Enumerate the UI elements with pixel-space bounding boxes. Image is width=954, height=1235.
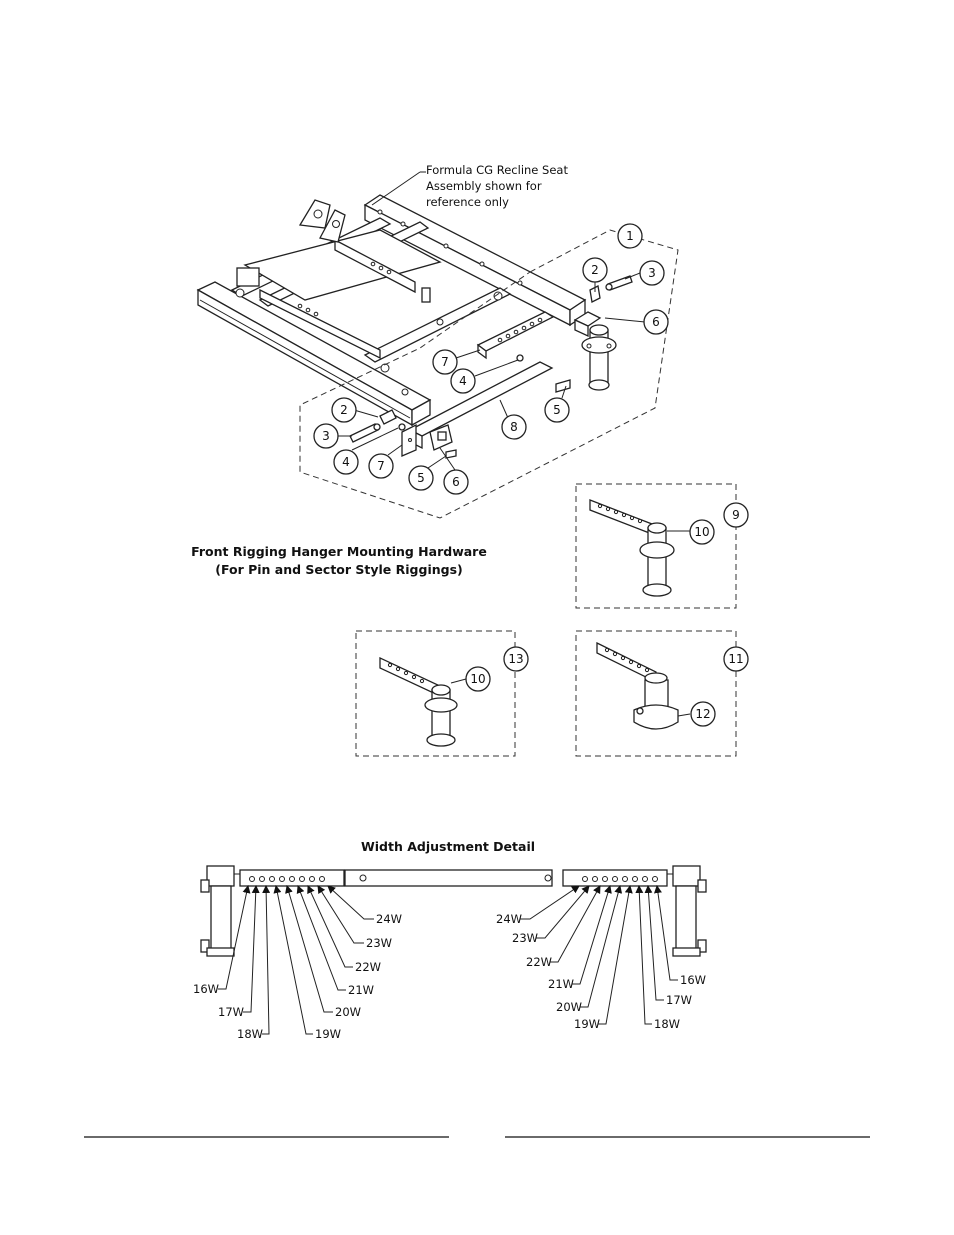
callout-5-left: 5 (408, 465, 434, 491)
hardware-title-line-2: (For Pin and Sector Style Riggings) (215, 562, 462, 577)
callout-6: 6 (643, 309, 669, 335)
callout-6-left: 6 (443, 469, 469, 495)
width-adjustment-drawing (200, 865, 707, 957)
reference-note: Formula CG Recline Seat Assembly shown f… (426, 163, 568, 209)
svg-text:7: 7 (377, 459, 385, 473)
left-width-16w: 16W (193, 982, 219, 996)
svg-text:6: 6 (652, 315, 660, 329)
svg-text:2: 2 (340, 403, 348, 417)
callout-1: 1 (617, 223, 643, 249)
callout-10-b: 10 (465, 666, 491, 692)
svg-text:9: 9 (732, 508, 740, 522)
callout-5: 5 (544, 397, 570, 423)
callout-13: 13 (503, 646, 529, 672)
svg-text:4: 4 (342, 455, 350, 469)
left-width-18w: 18W (237, 1027, 263, 1041)
svg-text:5: 5 (417, 471, 425, 485)
callout-7: 7 (432, 349, 458, 375)
callout-2-left: 2 (331, 397, 357, 423)
svg-text:8: 8 (510, 420, 518, 434)
right-width-16w: 16W (680, 973, 706, 987)
left-width-22w: 22W (355, 960, 381, 974)
right-width-labels: 24W 23W 22W 21W 20W 19W 18W 17W 16W (496, 885, 706, 1031)
callouts: 1 2 3 6 7 4 5 8 2 3 4 7 5 6 (313, 223, 669, 495)
svg-text:10: 10 (470, 672, 485, 686)
seat-frame-assembly (196, 171, 587, 427)
right-width-22w: 22W (526, 955, 552, 969)
left-width-17w: 17W (218, 1005, 244, 1019)
left-width-19w: 19W (315, 1027, 341, 1041)
callout-4-left: 4 (333, 449, 359, 475)
option-box-11: 11 12 (575, 630, 749, 757)
right-width-17w: 17W (666, 993, 692, 1007)
svg-text:2: 2 (591, 263, 599, 277)
right-width-19w: 19W (574, 1017, 600, 1031)
hardware-parts (349, 275, 633, 459)
callout-12: 12 (690, 701, 716, 727)
svg-text:10: 10 (694, 525, 709, 539)
svg-text:13: 13 (508, 652, 523, 666)
left-width-21w: 21W (348, 983, 374, 997)
callout-11: 11 (723, 646, 749, 672)
svg-text:3: 3 (648, 266, 656, 280)
right-width-24w: 24W (496, 912, 522, 926)
svg-text:1: 1 (626, 229, 634, 243)
callout-7-left: 7 (368, 453, 394, 479)
hardware-title-line-1: Front Rigging Hanger Mounting Hardware (191, 544, 487, 559)
reference-note-line-3: reference only (426, 195, 509, 209)
callout-8: 8 (501, 414, 527, 440)
right-width-20w: 20W (556, 1000, 582, 1014)
callout-4: 4 (450, 368, 476, 394)
left-width-labels: 16W 17W 18W 19W 20W 21W 22W 23W 24W (193, 885, 402, 1041)
callout-2: 2 (582, 257, 608, 283)
svg-text:5: 5 (553, 403, 561, 417)
left-width-23w: 23W (366, 936, 392, 950)
svg-text:4: 4 (459, 374, 467, 388)
left-width-24w: 24W (376, 912, 402, 926)
svg-text:3: 3 (322, 429, 330, 443)
left-width-20w: 20W (335, 1005, 361, 1019)
option-box-13: 13 10 (355, 630, 529, 757)
svg-text:12: 12 (695, 707, 710, 721)
reference-note-line-1: Formula CG Recline Seat (426, 163, 568, 177)
callout-3: 3 (639, 260, 665, 286)
callout-10: 10 (689, 519, 715, 545)
callout-3-left: 3 (313, 423, 339, 449)
width-adjustment-title: Width Adjustment Detail (361, 839, 535, 854)
callout-leaders (338, 272, 646, 471)
right-width-18w: 18W (654, 1017, 680, 1031)
svg-text:7: 7 (441, 355, 449, 369)
svg-text:6: 6 (452, 475, 460, 489)
right-width-23w: 23W (512, 931, 538, 945)
right-width-21w: 21W (548, 977, 574, 991)
svg-text:11: 11 (728, 652, 743, 666)
callout-9: 9 (723, 502, 749, 528)
option-box-9: 9 10 (575, 483, 749, 609)
reference-note-line-2: Assembly shown for (426, 179, 542, 193)
